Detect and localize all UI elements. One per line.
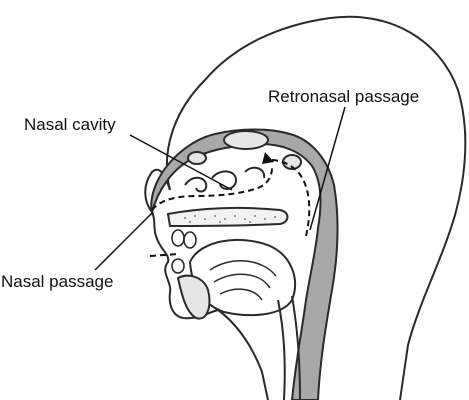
head-outline: [166, 15, 467, 400]
label-retronasal-passage: Retronasal passage: [268, 87, 420, 106]
turbinate-curls: [184, 166, 266, 193]
teeth: [171, 229, 197, 274]
leader-retronasal: [309, 106, 346, 231]
lower-jaw: [176, 274, 211, 320]
retronasal-airflow-arrow: [269, 159, 311, 237]
leader-nasal-cavity: [129, 134, 233, 191]
airflow-arrowhead: [262, 152, 274, 164]
orthonasal-airflow-arrow: [151, 167, 273, 211]
sinus-shape-top: [223, 130, 269, 150]
mouth-airflow-arrow: [149, 253, 179, 257]
neck-front: [217, 309, 269, 400]
sinus-shape-front: [187, 151, 207, 165]
face-profile: [144, 168, 219, 320]
leader-nasal-passage: [94, 211, 154, 271]
label-nasal-cavity: Nasal cavity: [24, 115, 116, 134]
tongue-muscle-lines: [209, 260, 277, 301]
label-nasal-passage: Nasal passage: [1, 272, 114, 291]
palate-texture: [184, 215, 276, 223]
pharynx-wall: [277, 295, 301, 400]
hard-palate: [166, 206, 289, 228]
